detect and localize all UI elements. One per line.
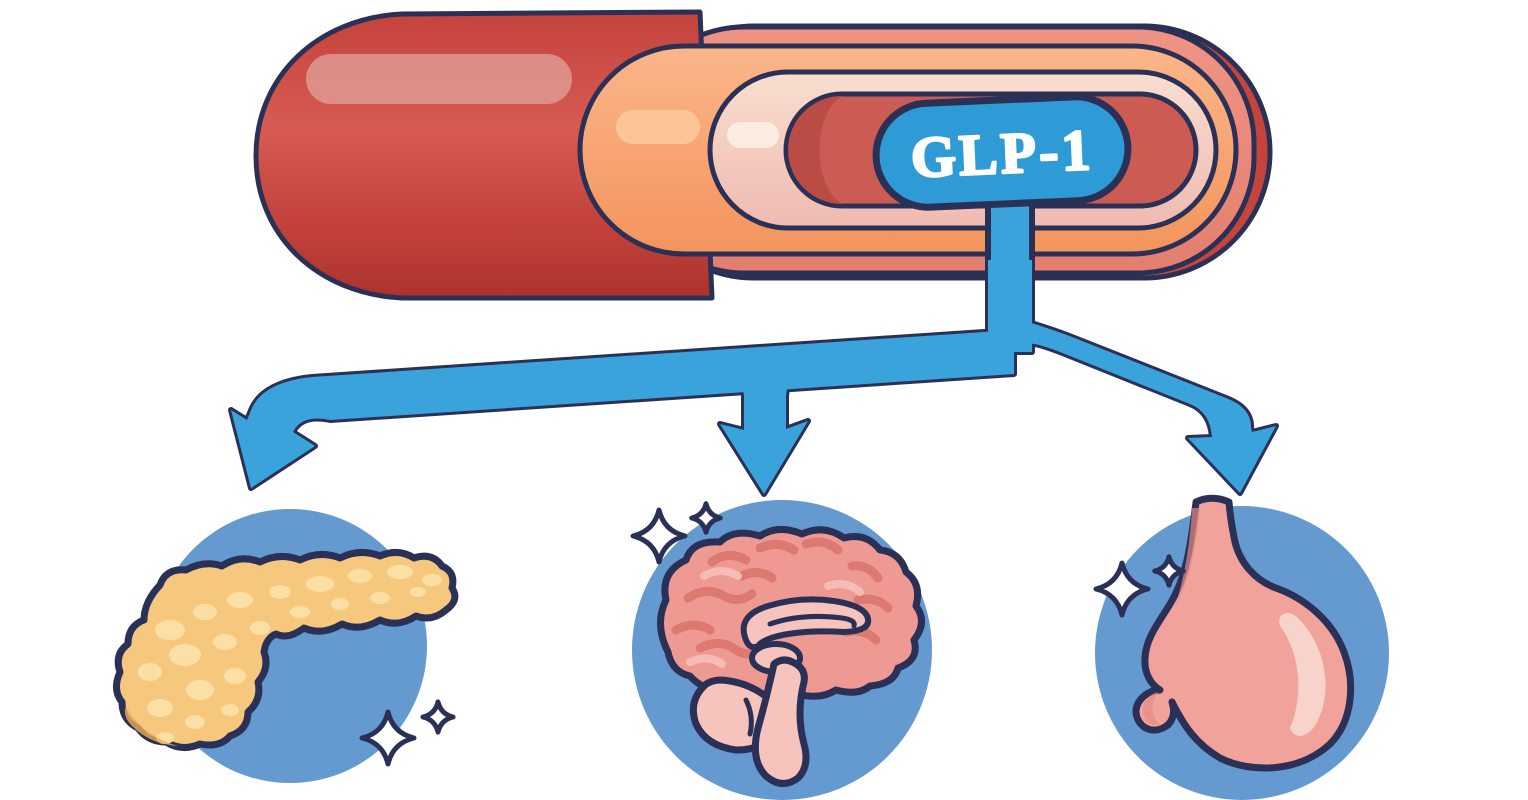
- brain-detail-line: [743, 697, 754, 737]
- stomach-target: [1095, 494, 1389, 800]
- vessel-media-highlight: [616, 110, 700, 144]
- brain-target: [632, 500, 932, 800]
- vessel-lumen-shadow: [788, 96, 842, 204]
- stomach-shade-esophagus: [1176, 508, 1200, 604]
- pancreas-texture: [138, 565, 442, 744]
- brain-stem: [751, 656, 810, 787]
- pancreas-target: [113, 509, 459, 783]
- brain-gyri: [671, 537, 893, 659]
- sparkle-icon: [423, 702, 453, 732]
- glp1-badge: GLP-1: [872, 93, 1132, 211]
- vessel-tube-highlight: [306, 54, 572, 104]
- brain-corpus-callosum: [740, 596, 872, 651]
- glp1-label: GLP-1: [909, 117, 1094, 190]
- brain-gyri-highlights: [686, 567, 864, 668]
- glp1-arrows-fill: [231, 260, 1276, 494]
- stomach-shade-pylorus: [1142, 692, 1160, 725]
- vessel-intima-highlight: [727, 122, 779, 148]
- pancreas-shade: [124, 706, 178, 746]
- stomach-highlight: [1279, 612, 1326, 736]
- brain-callosum-line: [767, 613, 857, 629]
